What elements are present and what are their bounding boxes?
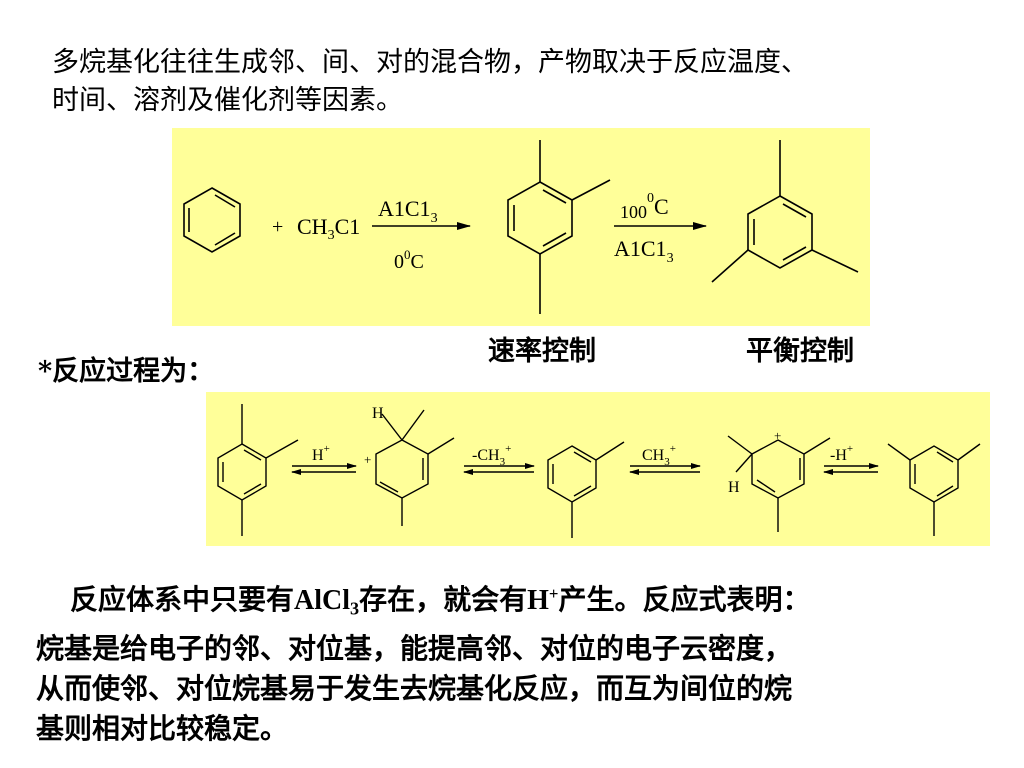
intermediate1-h: H xyxy=(372,405,384,422)
equilibrium-arrow-4 xyxy=(823,463,879,475)
explanation-line-4: 基则相对比较稳定。 xyxy=(36,711,289,745)
equilibrium-control-caption: 平衡控制 xyxy=(746,336,854,367)
mesitylene-molecule xyxy=(711,140,859,283)
equilibrium-arrow-1 xyxy=(291,463,357,475)
intermediate2-h: H xyxy=(728,479,740,496)
intro-paragraph: 多烷基化往往生成邻、间、对的混合物，产物取决于反应温度、 时间、溶剂及催化剂等因… xyxy=(52,44,1012,120)
chloromethane-label: CH3C1 xyxy=(297,214,360,243)
arenium-intermediate-1 xyxy=(375,409,455,526)
mechanism-scheme-panel: H+ H + -CH3+ xyxy=(206,392,990,546)
step4-label: -H+ xyxy=(830,443,853,464)
plus-sign: + xyxy=(272,216,283,238)
rate-control-caption: 速率控制 xyxy=(488,336,596,367)
mechanism-start-molecule xyxy=(217,404,299,536)
reaction-scheme-panel: + CH3C1 A1C13 00C xyxy=(172,128,870,326)
equilibrium-arrow-2 xyxy=(463,463,535,475)
reaction-scheme-svg: + CH3C1 A1C13 00C xyxy=(183,140,859,314)
equilibrium-arrow-3 xyxy=(629,463,701,475)
intermediate1-charge: + xyxy=(364,452,371,467)
step1-label: H+ xyxy=(312,443,330,464)
benzene-molecule xyxy=(183,187,241,253)
arenium-intermediate-2 xyxy=(727,435,831,532)
mechanism-product-molecule xyxy=(887,443,981,536)
pseudocumene-molecule xyxy=(507,140,611,314)
explanation-line-2: 烷基是给电子的邻、对位基，能提高邻、对位的电子云密度， xyxy=(36,631,793,665)
explanation-paragraph: 反应体系中只要有AlCl3存在，就会有H+产生。反应式表明： 烷基是给电子的邻、… xyxy=(36,574,996,749)
meta-xylene-molecule xyxy=(547,441,625,538)
step2-label: -CH3+ xyxy=(472,443,511,468)
step3-label: CH3+ xyxy=(642,443,676,468)
intermediate2-charge: + xyxy=(774,428,781,443)
arrow2-catalyst-label: A1C13 xyxy=(614,236,674,266)
process-label: *反应过程为： xyxy=(38,356,215,387)
arrow1-catalyst-label: A1C13 xyxy=(378,196,438,226)
arrow1-temperature-label: 00C xyxy=(394,247,424,273)
explanation-line-3: 从而使邻、对位烷基易于发生去烷基化反应，而互为间位的烷 xyxy=(36,671,793,705)
arrow2-temperature-label: 1000C xyxy=(620,191,669,222)
intro-line-1: 多烷基化往往生成邻、间、对的混合物，产物取决于反应温度、 xyxy=(52,47,808,78)
intro-line-2: 时间、溶剂及催化剂等因素。 xyxy=(52,85,403,116)
explanation-line-1: 反应体系中只要有AlCl3存在，就会有H+产生。反应式表明： xyxy=(70,583,811,619)
mechanism-scheme-svg: H+ H + -CH3+ xyxy=(217,404,981,538)
